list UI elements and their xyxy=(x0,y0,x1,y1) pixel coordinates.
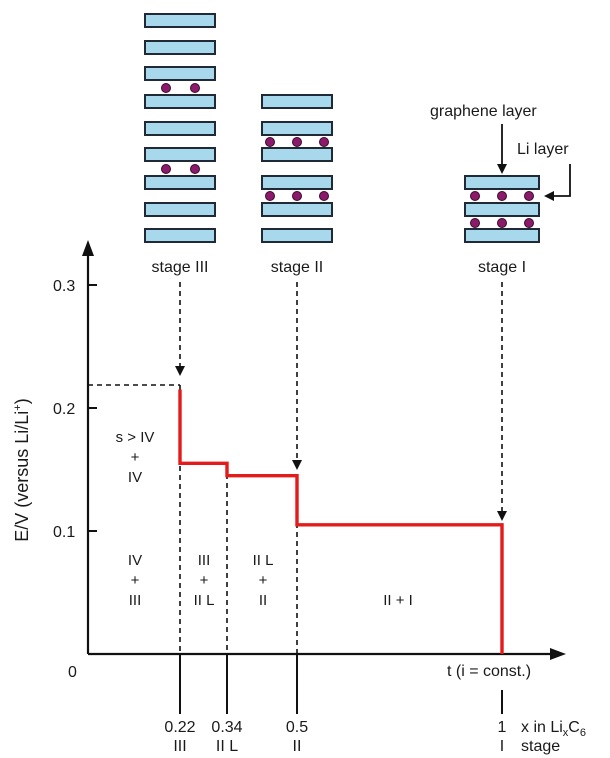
li-atom xyxy=(470,218,480,228)
guide-stage-iii-arrowhead xyxy=(175,366,185,376)
li-atom xyxy=(265,191,275,201)
region-label-line: II L xyxy=(194,592,215,609)
li-atom xyxy=(524,191,534,201)
region-iii-iil: III + II L xyxy=(194,552,215,609)
y-tick-label: 0.1 xyxy=(53,524,75,541)
region-label-line: + xyxy=(131,449,140,466)
region-label-line: IV xyxy=(128,552,142,569)
stage-iii-label: stage III xyxy=(152,259,209,276)
region-label-line: II xyxy=(259,592,267,609)
li-atom xyxy=(161,164,171,174)
stage-i-label: stage I xyxy=(478,259,526,276)
x-value-label: 1 xyxy=(498,719,507,736)
stage-ii-label: stage II xyxy=(271,259,323,276)
li-atom xyxy=(292,137,302,147)
region-label-line: II L xyxy=(253,552,274,569)
li-atom xyxy=(265,137,275,147)
potential-curve xyxy=(178,389,504,654)
graphene-layer xyxy=(464,202,540,217)
region-label-line: + xyxy=(259,572,268,589)
stage-iii-stack xyxy=(144,13,216,243)
graphene-layer-annotation: graphene layer xyxy=(430,103,537,120)
graphene-arrowhead xyxy=(497,164,507,174)
origin-label: 0 xyxy=(68,664,77,681)
graphene-layer xyxy=(144,202,216,217)
y-axis-title: E/V (versus Li/Li+) xyxy=(12,398,32,541)
li-atom xyxy=(470,191,480,201)
region-label-line: III xyxy=(129,592,142,609)
time-axis-label: t (i = const.) xyxy=(447,663,531,680)
stage-value-label: III xyxy=(173,738,186,755)
stage-value-label: II xyxy=(293,738,302,755)
region-s-iv: s > IV + IV xyxy=(116,429,155,486)
guide-stage-i-arrowhead xyxy=(497,511,507,521)
graphene-layer xyxy=(144,121,216,136)
graphene-layer xyxy=(144,175,216,190)
graphene-layer xyxy=(464,228,540,243)
li-layer-arrow xyxy=(552,164,571,197)
y-tick-label: 0.3 xyxy=(53,278,75,295)
graphene-layer xyxy=(144,228,216,243)
x-axis-arrowhead xyxy=(550,648,566,660)
graphene-layer xyxy=(261,228,333,243)
li-atom xyxy=(319,137,329,147)
li-atom xyxy=(319,191,329,201)
graphene-layer xyxy=(261,147,333,162)
li-atom xyxy=(190,83,200,93)
x-value-label: 0.5 xyxy=(286,719,308,736)
graphene-layer xyxy=(144,66,216,81)
li-atom xyxy=(497,191,507,201)
stage-value-label: I xyxy=(500,738,504,755)
guide-stage-ii-arrowhead xyxy=(292,460,302,470)
region-iv-iii: IV + III xyxy=(128,552,142,609)
graphene-layer xyxy=(261,202,333,217)
region-iil-ii: II L + II xyxy=(253,552,274,609)
region-label-line: IV xyxy=(128,469,142,486)
graphene-layer xyxy=(261,175,333,190)
region-label-line: III xyxy=(198,552,211,569)
region-ii-i: II + I xyxy=(383,592,413,609)
li-atom xyxy=(524,218,534,228)
li-atom xyxy=(161,83,171,93)
x-value-label: 0.34 xyxy=(211,719,242,736)
potential-step-line xyxy=(178,389,504,654)
region-label-line: + xyxy=(200,572,209,589)
x-value-label: 0.22 xyxy=(164,719,195,736)
li-atom xyxy=(497,218,507,228)
stage-value-label: II L xyxy=(216,738,238,755)
y-tick-label: 0.2 xyxy=(53,401,75,418)
region-label-line: + xyxy=(131,572,140,589)
stage-ii-stack xyxy=(261,94,333,243)
stage-axis-title: stage xyxy=(521,738,560,755)
graphene-layer xyxy=(261,121,333,136)
stage-i-stack xyxy=(464,175,540,243)
y-axis-arrowhead xyxy=(82,240,94,256)
graphene-layer xyxy=(464,175,540,190)
composition-axis-title: x in LixC6 xyxy=(521,719,586,739)
graphene-layer xyxy=(261,94,333,109)
region-label-line: s > IV xyxy=(116,429,155,446)
li-layer-annotation: Li layer xyxy=(517,141,569,158)
graphene-layer xyxy=(144,40,216,55)
li-atom xyxy=(292,191,302,201)
graphene-layer xyxy=(144,94,216,109)
graphene-layer xyxy=(144,147,216,162)
li-layer-arrowhead xyxy=(544,191,554,201)
li-atom xyxy=(190,164,200,174)
graphene-layer xyxy=(144,13,216,28)
